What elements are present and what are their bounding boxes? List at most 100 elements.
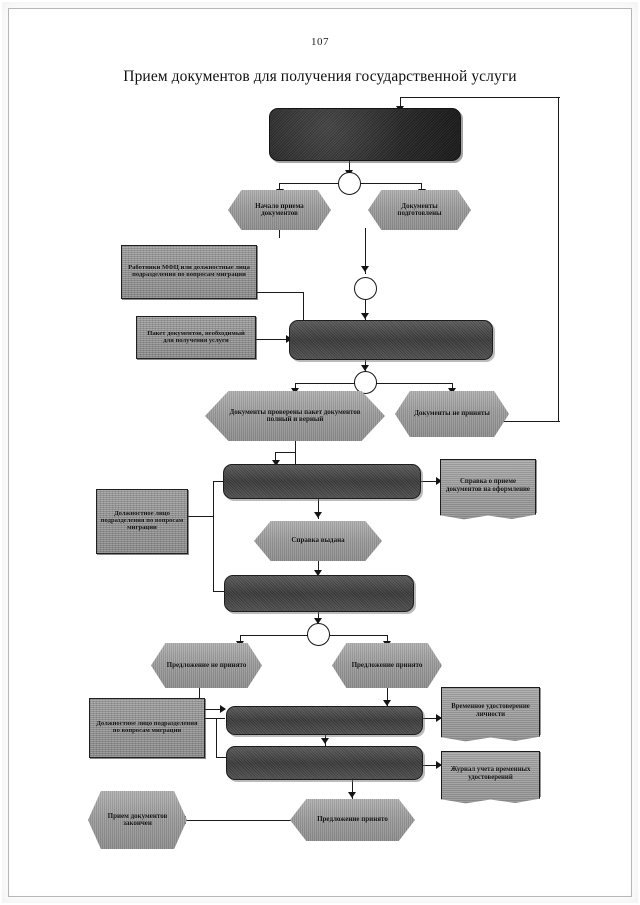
state-hexagon-h6[interactable]: Предложение не принято bbox=[151, 643, 262, 688]
hexagon-shape bbox=[205, 391, 385, 441]
hexagon-label: Прием документов закончен bbox=[107, 811, 168, 827]
document-body bbox=[440, 459, 536, 512]
document-wave-edge bbox=[440, 508, 536, 520]
document-label: Временное удостоверение личности bbox=[451, 703, 530, 718]
process-box-p6[interactable] bbox=[226, 746, 423, 780]
junction-node-j1 bbox=[338, 172, 361, 195]
connector-line bbox=[213, 517, 215, 592]
junction-node-j3 bbox=[354, 371, 377, 394]
connector-line bbox=[376, 383, 452, 385]
connector-line bbox=[213, 481, 215, 517]
state-hexagon-h1[interactable]: Начало приема документов bbox=[228, 190, 331, 230]
connector-line bbox=[365, 300, 367, 320]
state-hexagon-h4[interactable]: Документы не приняты bbox=[395, 391, 509, 437]
connector-line bbox=[213, 481, 225, 483]
actor-label: Пакет документов, необходимый для получе… bbox=[147, 329, 245, 344]
state-hexagon-h8[interactable]: Предложение принято bbox=[290, 799, 415, 841]
arrow-head bbox=[314, 618, 322, 624]
hexagon-label: Предложение принято bbox=[317, 815, 388, 824]
process-box-p3[interactable] bbox=[223, 464, 421, 499]
connector-line bbox=[423, 718, 441, 720]
actor-label: Работники МФЦ или должностные лица подра… bbox=[128, 264, 250, 278]
arrow-head bbox=[314, 512, 322, 518]
connector-line bbox=[558, 97, 560, 422]
process-box-p1[interactable] bbox=[269, 108, 461, 161]
connector-line bbox=[188, 516, 214, 518]
arrow-head bbox=[361, 266, 369, 272]
connector-line bbox=[256, 339, 289, 341]
connector-line bbox=[360, 183, 422, 185]
junction-node-j4 bbox=[307, 623, 330, 646]
hexagon-shape bbox=[368, 190, 471, 230]
connector-line bbox=[400, 97, 402, 109]
document-shape-d3[interactable]: Журнал учета временных удостоверений bbox=[441, 751, 540, 804]
arrow-head bbox=[220, 705, 226, 713]
junction-node-j2 bbox=[354, 277, 377, 300]
actor-box-a1[interactable]: Работники МФЦ или должностные лица подра… bbox=[121, 245, 257, 299]
connector-line bbox=[257, 292, 304, 294]
connector-line bbox=[387, 688, 389, 706]
process-box-p2[interactable] bbox=[289, 320, 493, 360]
arrow-head bbox=[321, 738, 329, 744]
connector-line bbox=[213, 591, 226, 593]
connector-line bbox=[452, 383, 454, 391]
connector-line bbox=[205, 718, 225, 720]
arrow-head bbox=[436, 714, 442, 722]
connector-line bbox=[318, 499, 320, 519]
arrow-head bbox=[436, 761, 442, 769]
connector-line bbox=[240, 635, 242, 644]
connector-line bbox=[199, 709, 225, 711]
hexagon-label: Предложение не принято bbox=[166, 660, 247, 669]
hexagon-label: Предложение принято bbox=[351, 660, 423, 669]
page-number: 107 bbox=[311, 36, 329, 48]
connector-line bbox=[329, 635, 388, 637]
hexagon-shape bbox=[88, 791, 187, 849]
hexagon-shape bbox=[254, 521, 382, 561]
state-hexagon-h5[interactable]: Справка выдана bbox=[254, 521, 382, 561]
arrow-head bbox=[348, 792, 356, 798]
connector-line bbox=[185, 820, 298, 822]
document-shape-d1[interactable]: Справка о приеме документов на оформлени… bbox=[440, 459, 536, 520]
actor-label: Должностное лицо подразделения по вопрос… bbox=[96, 720, 198, 734]
connector-line bbox=[279, 183, 339, 185]
document-label: Справка о приеме документов на оформлени… bbox=[446, 478, 530, 493]
arrow-head bbox=[383, 700, 391, 706]
hexagon-label: Начало приема документов bbox=[255, 201, 304, 217]
connector-line bbox=[318, 561, 320, 578]
connector-line bbox=[216, 757, 228, 759]
connector-line bbox=[387, 635, 389, 644]
document-body bbox=[441, 687, 540, 734]
page-title: Прием документов для получения государст… bbox=[123, 68, 517, 85]
actor-label: Должностное лицо подразделения по вопрос… bbox=[100, 510, 184, 531]
actor-box-a4[interactable]: Должностное лицо подразделения по вопрос… bbox=[89, 698, 205, 758]
state-hexagon-h7[interactable]: Предложение принято bbox=[332, 643, 442, 688]
connector-line bbox=[275, 452, 296, 454]
hexagon-label: Справка выдана bbox=[291, 536, 345, 545]
connector-line bbox=[349, 160, 351, 174]
hexagon-shape bbox=[228, 190, 331, 230]
connector-line bbox=[275, 452, 277, 464]
process-box-p5[interactable] bbox=[226, 706, 423, 735]
state-hexagon-h9[interactable]: Прием документов закончен bbox=[88, 791, 187, 849]
connector-line bbox=[421, 183, 423, 191]
state-hexagon-h3[interactable]: Документы проверены пакет документов пол… bbox=[205, 391, 385, 441]
hexagon-shape bbox=[332, 643, 442, 688]
state-hexagon-h2[interactable]: Документы подготовлены bbox=[368, 190, 471, 230]
actor-box-a3[interactable]: Должностное лицо подразделения по вопрос… bbox=[96, 489, 188, 554]
document-label: Журнал учета временных удостоверений bbox=[450, 766, 531, 781]
connector-line bbox=[295, 383, 297, 391]
hexagon-label: Документы не приняты bbox=[414, 409, 490, 418]
connector-line bbox=[423, 765, 441, 767]
hexagon-label: Документы подготовлены bbox=[397, 201, 442, 217]
connector-line bbox=[365, 228, 367, 274]
arrow-head bbox=[436, 477, 442, 485]
actor-box-a2[interactable]: Пакет документов, необходимый для получе… bbox=[136, 316, 256, 359]
hexagon-shape bbox=[290, 799, 415, 841]
connector-line bbox=[400, 97, 560, 99]
hexagon-shape bbox=[395, 391, 509, 437]
document-body bbox=[441, 751, 540, 796]
process-box-p4[interactable] bbox=[224, 575, 414, 612]
arrow-head bbox=[361, 365, 369, 371]
document-shape-d2[interactable]: Временное удостоверение личности bbox=[441, 687, 540, 742]
